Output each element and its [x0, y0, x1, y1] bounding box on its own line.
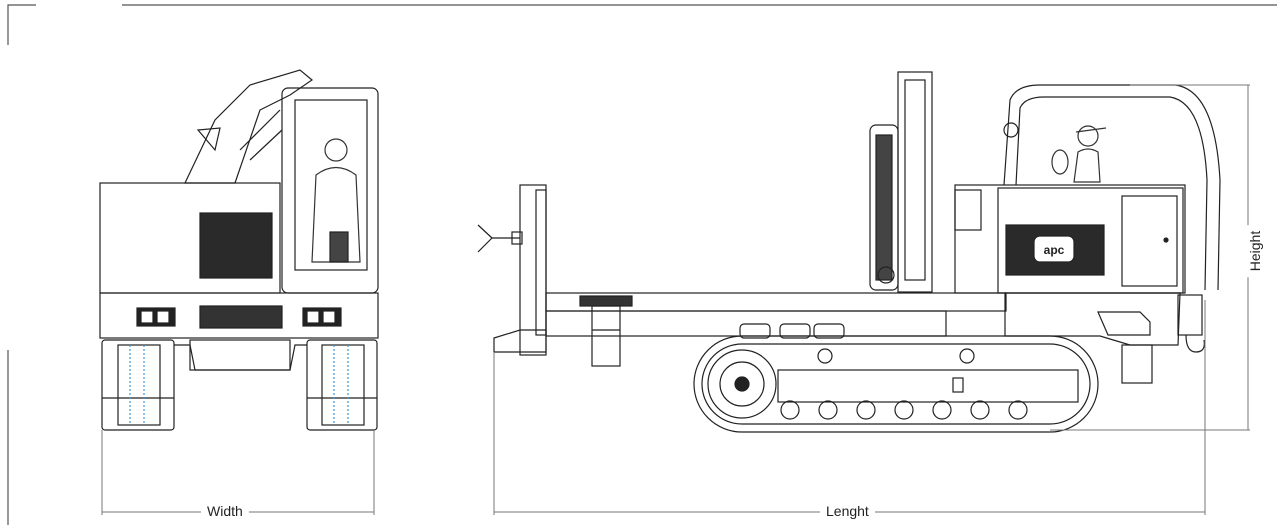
- front-engine-grille: [199, 212, 273, 279]
- side-front-mast: [477, 184, 547, 356]
- front-operator-figure: [311, 138, 361, 263]
- side-view-machine: apc: [477, 71, 1221, 433]
- track-rollers: [780, 400, 1028, 420]
- height-label: Height: [1247, 224, 1264, 278]
- side-crawler-track: [693, 323, 1099, 433]
- side-drill-mast: [869, 71, 933, 293]
- front-right-track: [306, 339, 378, 431]
- length-label: Lenght: [820, 503, 875, 519]
- width-label: Width: [201, 503, 249, 519]
- front-view-machine: [99, 69, 379, 431]
- front-left-track: [101, 339, 175, 431]
- side-cab-rollbar: [1003, 84, 1221, 291]
- front-boom: [184, 69, 313, 184]
- apc-logo-text: apc: [1044, 243, 1065, 257]
- side-operator-figure: [1051, 125, 1107, 183]
- length-dimension: [493, 300, 1206, 515]
- apc-logo: apc: [1033, 235, 1075, 263]
- frame-corner-marks: [7, 4, 1277, 525]
